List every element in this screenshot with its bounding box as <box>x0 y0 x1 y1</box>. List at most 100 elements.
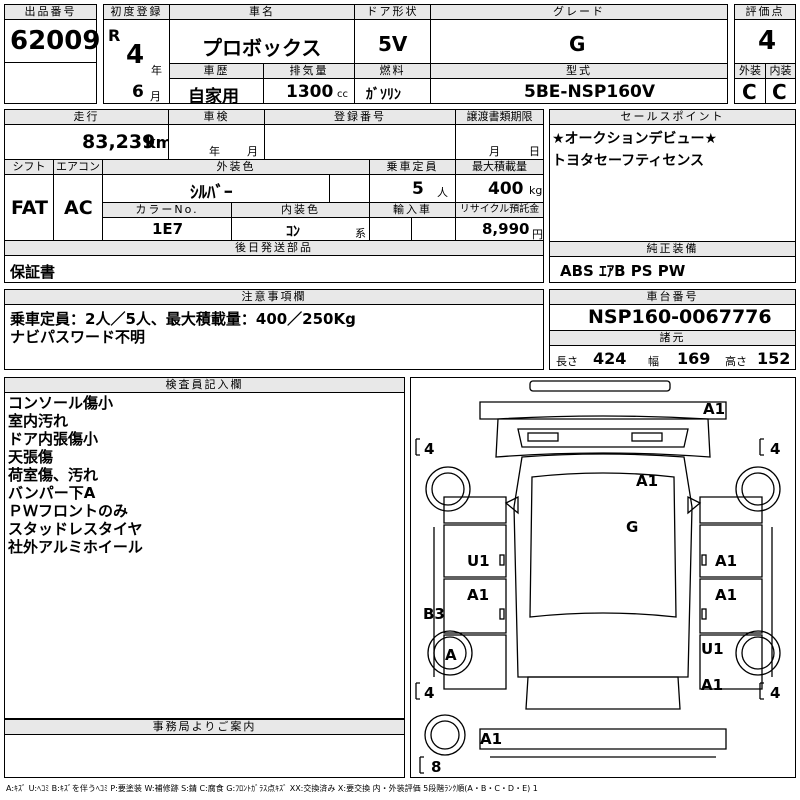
door: 5V <box>378 32 408 56</box>
mark-hood: A1 <box>636 472 659 490</box>
color-divider <box>329 174 330 203</box>
spare-tire <box>424 714 466 756</box>
office-label: 事務局よりご案内 <box>4 719 405 735</box>
tire-rear-right-inner <box>741 636 775 670</box>
later-label: 後日発送部品 <box>4 240 544 256</box>
dims-label: 諸元 <box>549 330 796 346</box>
int-label: 内装 <box>765 63 796 79</box>
intcolor-unit: 系 <box>355 227 366 240</box>
mark-sill-left: B3 <box>423 605 445 623</box>
width-label: 幅 <box>648 355 659 368</box>
tire-rear-left <box>427 630 473 676</box>
length-label: 長さ <box>556 355 578 368</box>
sales-label: セールスポイント <box>549 109 796 125</box>
capacity: 5 <box>412 179 424 199</box>
transfer-cell <box>455 124 544 160</box>
intcolor-label: 内装色 <box>231 202 370 218</box>
right-mirror <box>687 495 702 515</box>
inspector-cell <box>4 392 405 719</box>
right-rear-door <box>699 578 763 634</box>
car-name-label: 車名 <box>169 4 355 20</box>
inspector-line: 室内汚れ <box>8 412 69 430</box>
intcolor: ｺﾝ <box>286 224 300 240</box>
lot-no-lower-cell <box>4 62 97 104</box>
history-label: 車歴 <box>169 63 264 79</box>
capacity-label: 乗車定員 <box>369 159 456 175</box>
width: 169 <box>677 349 711 368</box>
recycle-label: リサイクル預託金 <box>455 202 544 218</box>
mark-quarter-right-2: A1 <box>701 676 724 694</box>
chassis-label: 車台番号 <box>549 289 796 305</box>
month-unit: 月 <box>150 90 161 103</box>
disp: 1300 <box>286 82 334 102</box>
equip-cell <box>549 256 796 283</box>
left-quarter <box>443 634 507 690</box>
import-cell <box>369 217 456 241</box>
regno-label: 登録番号 <box>264 109 456 125</box>
sales-line-1: ★オークションデビュー★ <box>552 131 718 147</box>
height-label: 高さ <box>725 355 747 368</box>
left-mirror <box>504 495 519 515</box>
inspector-line: ＰＷフロントのみ <box>8 502 129 520</box>
colorno: 1E7 <box>152 220 184 238</box>
shift-label: シフト <box>4 159 54 175</box>
dims-cell <box>549 345 796 370</box>
tire-rr-value: 4 <box>770 684 781 702</box>
right-handle-1 <box>701 554 707 566</box>
reg-era: R <box>108 26 121 45</box>
reg-year: 4 <box>126 40 145 70</box>
hood-outline <box>495 415 711 458</box>
fuel-cell <box>354 78 431 104</box>
mark-roof: G <box>626 518 639 536</box>
tire-front-right-inner <box>741 472 775 506</box>
tire-front-left-inner <box>431 472 465 506</box>
transfer-label: 譲渡書類期限 <box>455 109 544 125</box>
mark-door-left: A1 <box>467 586 490 604</box>
maxload: 400 <box>488 179 524 199</box>
model-label: 型式 <box>430 63 728 79</box>
lot-no-label: 出品番号 <box>4 4 97 20</box>
left-handle-1 <box>499 554 505 566</box>
inspector-line: ドア内張傷小 <box>8 430 99 448</box>
left-front-door <box>443 524 507 578</box>
office-cell <box>4 734 405 778</box>
insp-year-unit: 年 <box>209 145 220 158</box>
fuel: ｶﾞｿﾘﾝ <box>366 87 401 103</box>
mark-quarter-right-1: U1 <box>701 640 724 658</box>
mileage-label: 走行 <box>4 109 169 125</box>
inspection-label: 車検 <box>168 109 265 125</box>
tire-fr-value: 4 <box>770 440 781 458</box>
inspector-line: 社外アルミホイール <box>8 538 143 556</box>
bracket-fl <box>415 438 420 456</box>
chassis: NSP160-0067776 <box>588 306 772 328</box>
recycle: 8,990 <box>482 220 530 238</box>
lot-no-cell <box>4 19 97 63</box>
rear-gate <box>525 676 681 710</box>
windshield <box>517 428 689 448</box>
mark-front-bumper: A1 <box>703 400 726 418</box>
mileage: 83,239 <box>82 131 156 153</box>
left-front-fender <box>443 496 507 524</box>
score-cell <box>734 19 796 64</box>
legend: A:ｷｽﾞ U:ﾍｺﾐ B:ｷｽﾞを伴うﾍｺﾐ P:要塗装 W:補修跡 S:錆 … <box>6 784 538 793</box>
ext: C <box>742 80 757 104</box>
grade-label: グレード <box>430 4 728 20</box>
later-cell <box>4 255 544 283</box>
lot-no: 62009 <box>10 26 101 56</box>
year-unit: 年 <box>151 64 162 77</box>
color: ｼﾙﾊﾞｰ <box>190 183 233 203</box>
mark-fender-left: U1 <box>467 552 490 570</box>
history: 自家用 <box>188 87 239 104</box>
right-front-fender <box>699 496 763 524</box>
tire-rear-left-inner <box>433 636 467 670</box>
reg-month: 6 <box>132 82 144 102</box>
bracket-rl <box>415 682 420 700</box>
notes-line-2: ナビパスワード不明 <box>10 328 146 346</box>
wiper-left <box>527 432 559 442</box>
length: 424 <box>593 349 627 368</box>
int: C <box>772 80 787 104</box>
reg-cell <box>103 19 170 104</box>
capacity-unit: 人 <box>437 186 448 199</box>
history-cell <box>169 78 264 104</box>
reg-label: 初度登録 <box>103 4 170 20</box>
